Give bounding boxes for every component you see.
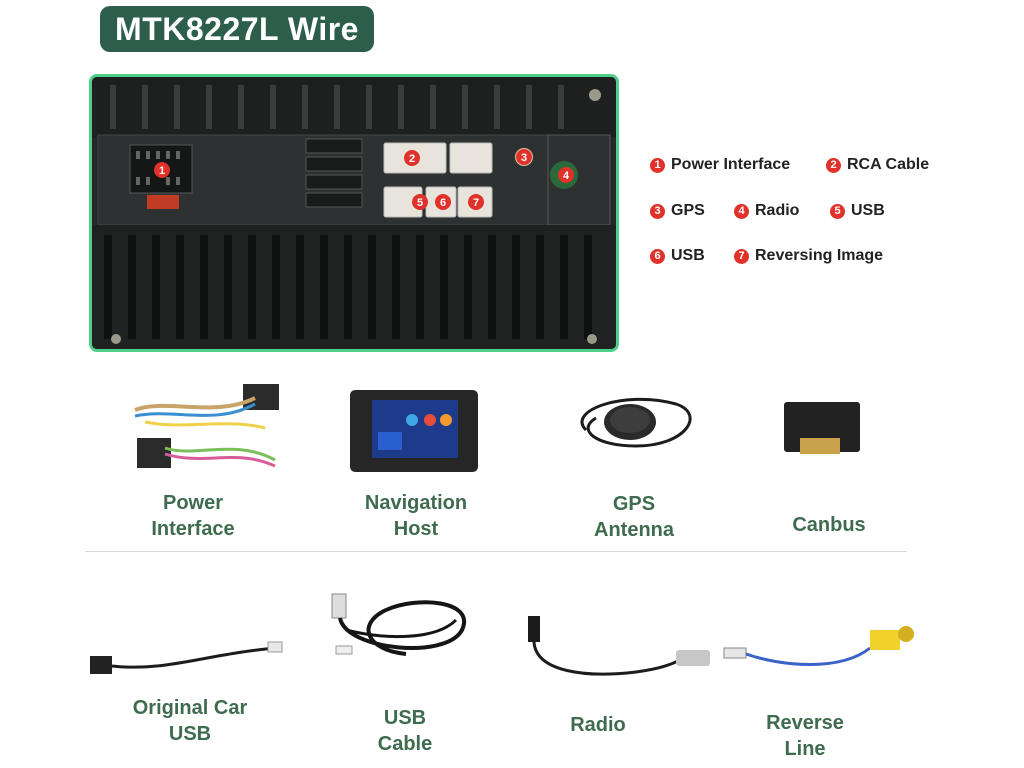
svg-text:2: 2: [409, 153, 415, 165]
svg-text:6: 6: [440, 197, 446, 209]
unit-marker-5: 5: [412, 194, 428, 210]
svg-text:1: 1: [159, 165, 165, 177]
gps-antenna-image: [580, 397, 692, 448]
title-badge: MTK8227L Wire: [100, 6, 374, 52]
navigation-host-image: [350, 390, 478, 472]
canbus-box-image: [784, 402, 860, 454]
label-canbus: Canbus: [792, 514, 866, 536]
usb-cable-image: [331, 593, 467, 656]
label-radio: Radio: [570, 714, 626, 736]
unit-marker-2: 2: [404, 150, 420, 166]
unit-marker-3: 3: [516, 149, 532, 165]
svg-text:4: 4: [563, 170, 570, 182]
original-car-usb-cable-image: [90, 641, 283, 674]
svg-text:7: 7: [473, 197, 479, 209]
svg-text:3: 3: [521, 152, 527, 164]
unit-marker-7: 7: [468, 194, 484, 210]
power-interface-harness-image: [134, 384, 279, 468]
unit-marker-6: 6: [435, 194, 451, 210]
head-unit-rear-photo: 1 2 3 4 5 6 7: [89, 74, 619, 352]
unit-marker-4: 4: [558, 167, 574, 183]
unit-marker-1: 1: [154, 162, 170, 178]
radio-cable-image: [528, 616, 710, 676]
svg-text:5: 5: [417, 197, 423, 209]
reverse-line-cable-image: [723, 626, 914, 666]
section-divider: [85, 551, 907, 552]
